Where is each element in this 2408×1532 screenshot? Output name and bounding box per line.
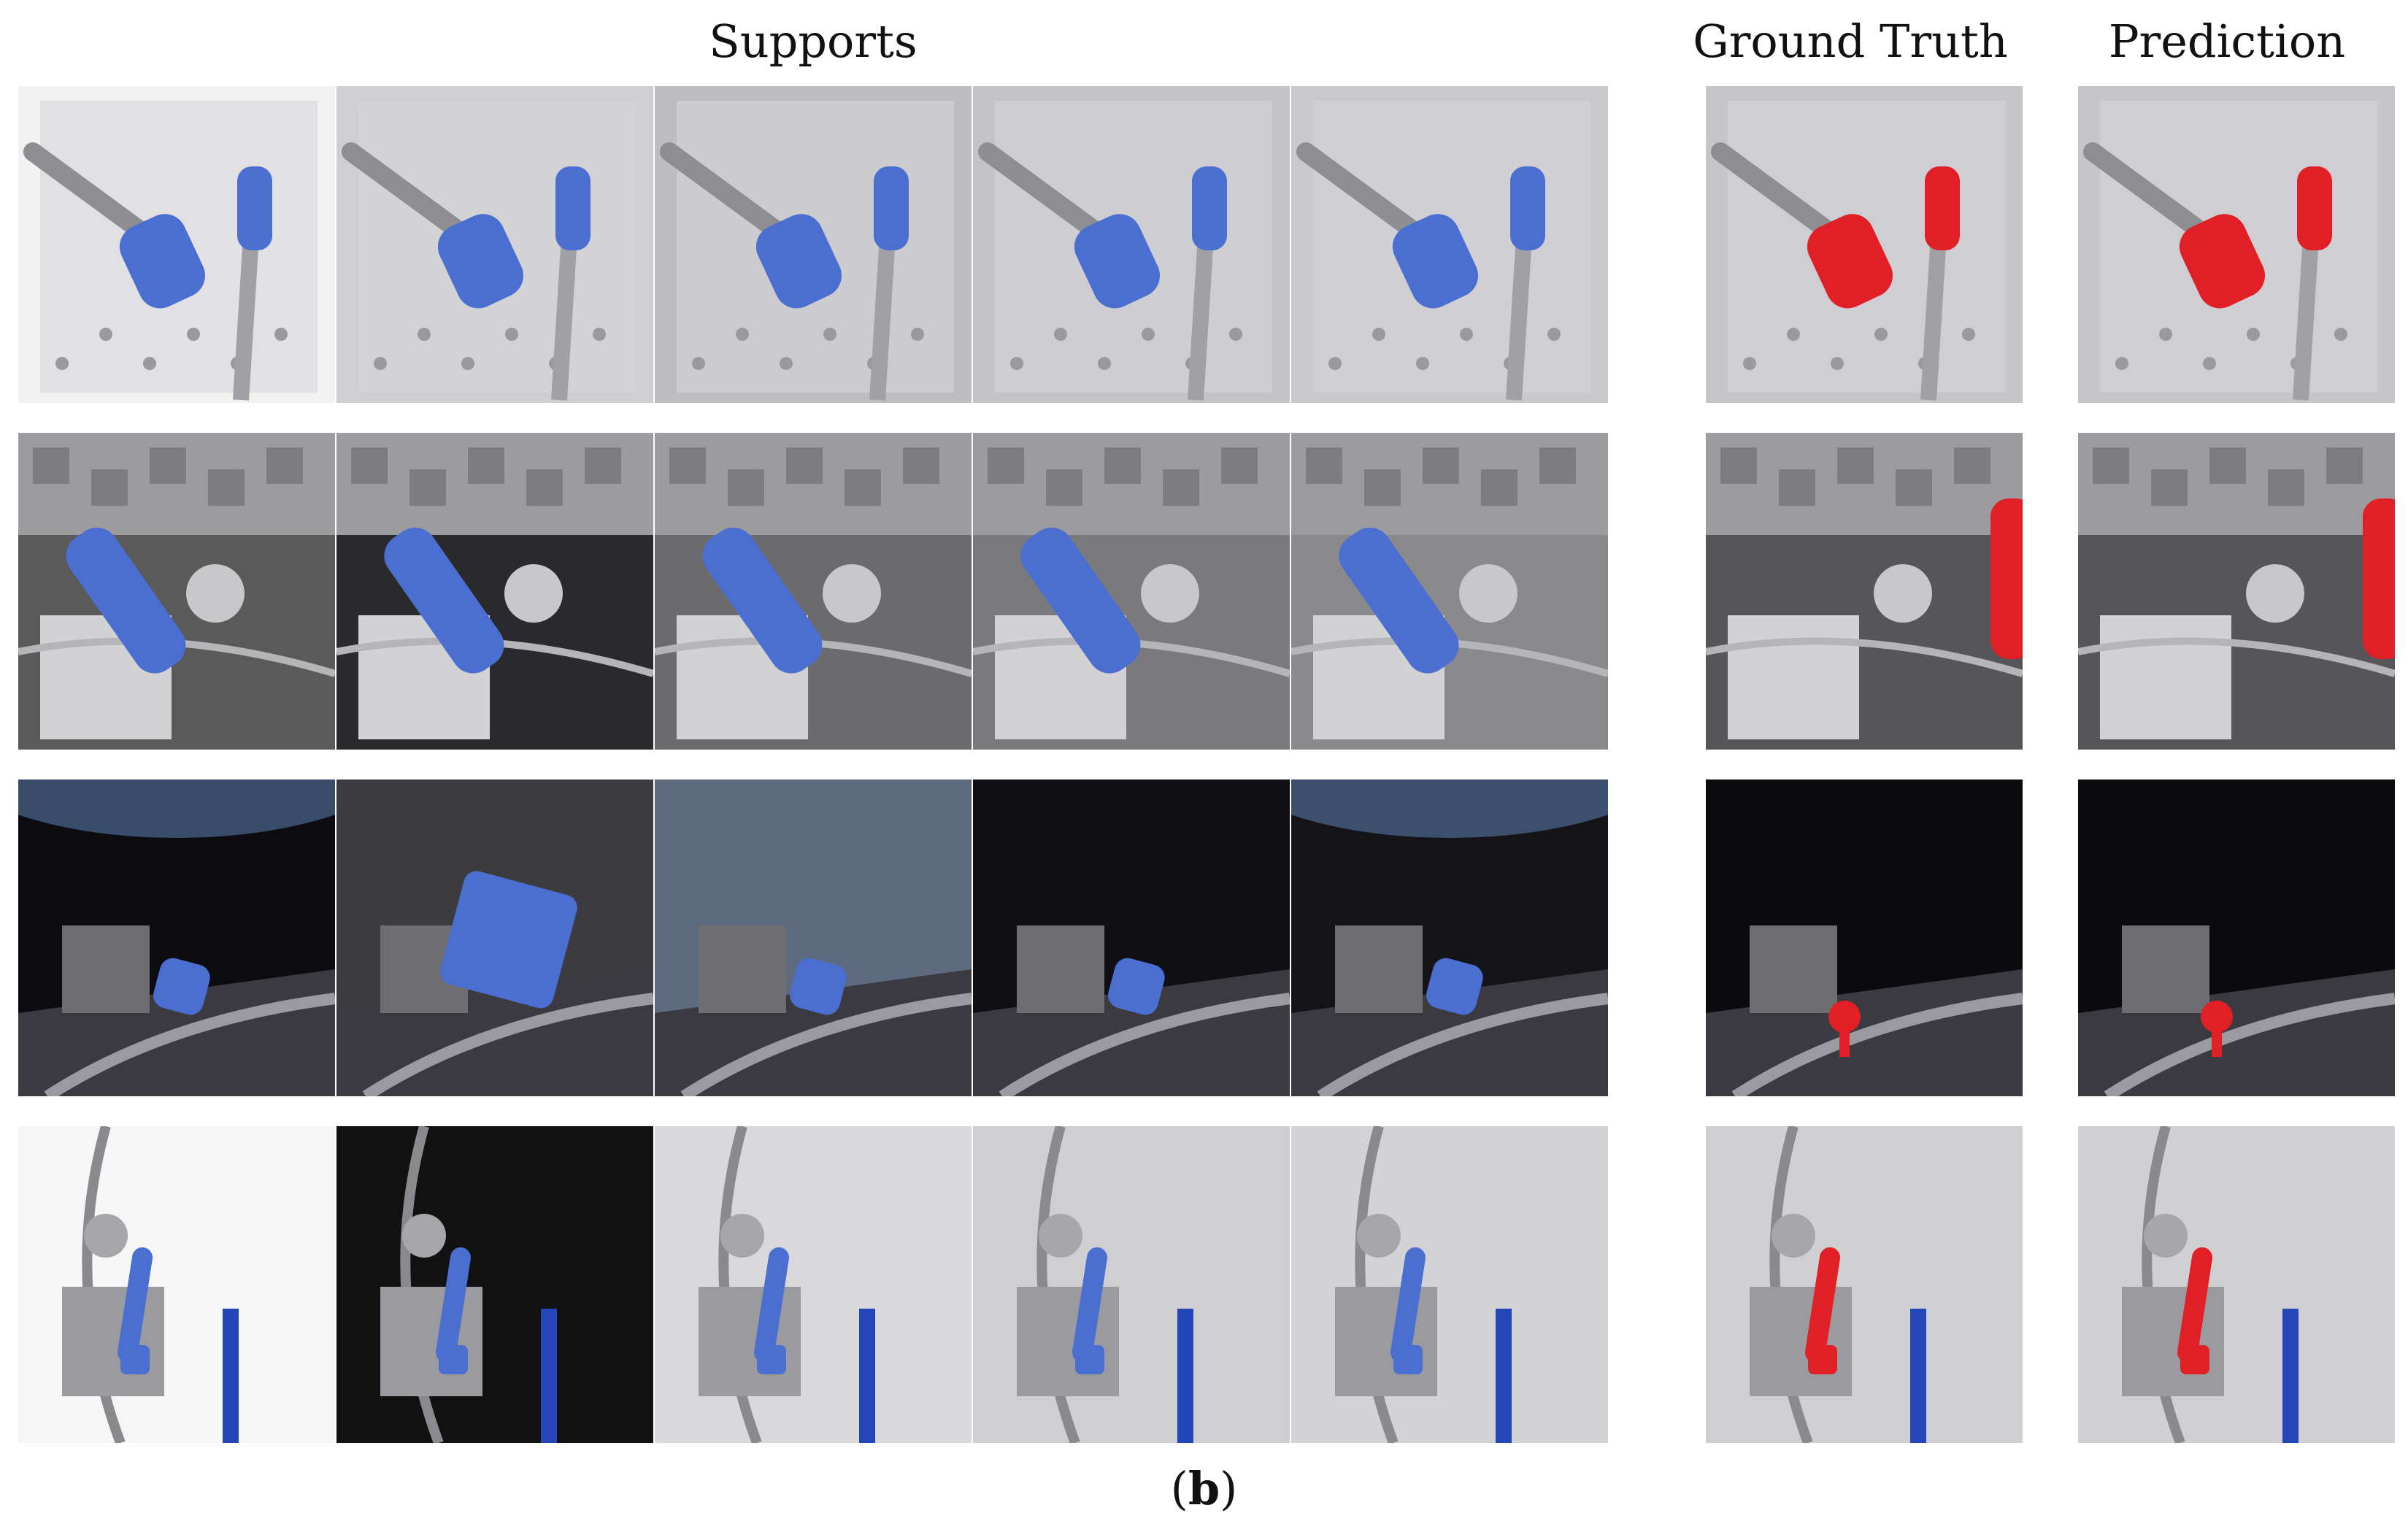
support-image-row2-col2: [336, 433, 653, 750]
prediction-image-row1: [2078, 86, 2395, 403]
support-image-row1-col3: [655, 86, 972, 403]
support-image-row3-col2: [336, 780, 653, 1096]
support-image-row2-col3: [655, 433, 972, 750]
ground-truth-header: Ground Truth: [1693, 15, 2008, 68]
support-image-row1-col4: [973, 86, 1290, 403]
support-image-row3-col1: [18, 780, 335, 1096]
prediction-image-row3: [2078, 780, 2395, 1096]
support-image-row3-col4: [973, 780, 1290, 1096]
support-image-row4-col1: [18, 1126, 335, 1443]
support-image-row1-col2: [336, 86, 653, 403]
support-image-row2-col1: [18, 433, 335, 750]
caption-letter: b: [1188, 1462, 1220, 1515]
ground-truth-image-row4: [1706, 1126, 2023, 1443]
support-image-row1-col1: [18, 86, 335, 403]
prediction-image-row2: [2078, 433, 2395, 750]
support-image-row2-col5: [1291, 433, 1608, 750]
support-image-row1-col5: [1291, 86, 1608, 403]
supports-header: Supports: [709, 15, 918, 68]
figure-caption: (b): [1170, 1462, 1238, 1515]
ground-truth-image-row2: [1706, 433, 2023, 750]
support-image-row3-col3: [655, 780, 972, 1096]
ground-truth-image-row3: [1706, 780, 2023, 1096]
support-image-row4-col5: [1291, 1126, 1608, 1443]
support-image-row4-col4: [973, 1126, 1290, 1443]
prediction-header: Prediction: [2108, 15, 2346, 68]
support-image-row4-col3: [655, 1126, 972, 1443]
support-image-row3-col5: [1291, 780, 1608, 1096]
prediction-image-row4: [2078, 1126, 2395, 1443]
ground-truth-image-row1: [1706, 86, 2023, 403]
support-image-row4-col2: [336, 1126, 653, 1443]
support-image-row2-col4: [973, 433, 1290, 750]
